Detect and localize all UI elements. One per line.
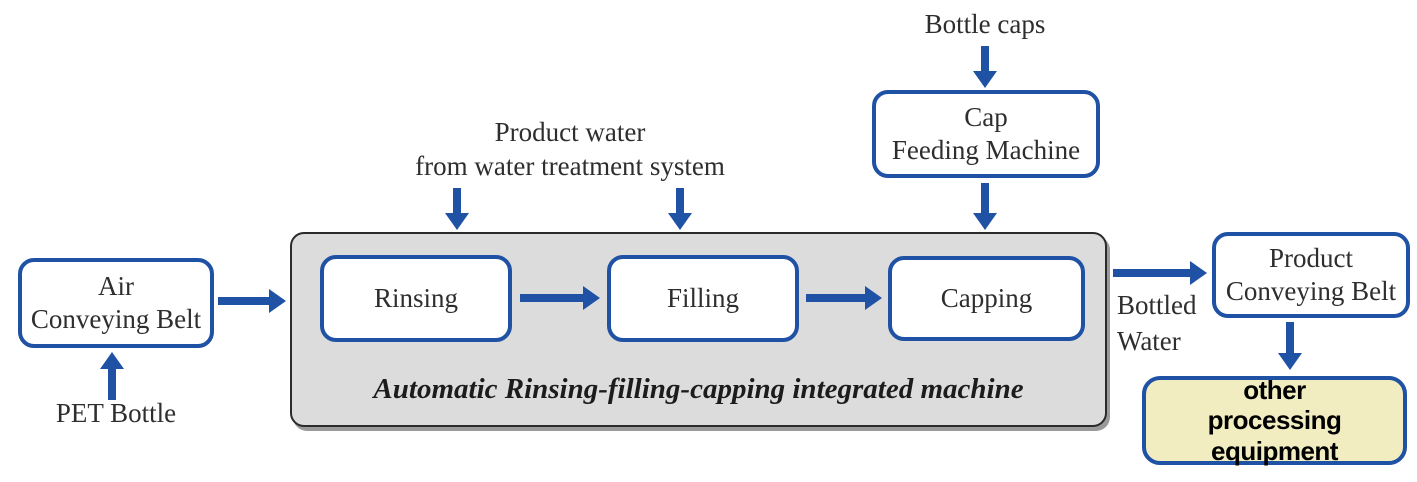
node-other-processing-equipment-line2: processing equipment	[1207, 405, 1342, 466]
node-cap-feeding-machine-line2: Feeding Machine	[891, 135, 1081, 165]
node-cap-feeding-machine: Cap Feeding Machine	[872, 90, 1100, 178]
label-pet-bottle: PET Bottle	[55, 398, 177, 428]
arrow-bottle-caps-to-cap-feeder	[973, 46, 997, 88]
label-bottled-water-line2: Water	[1117, 325, 1181, 356]
label-bottle-caps: Bottle caps	[924, 9, 1046, 39]
node-air-conveying-belt-line2: Conveying Belt	[30, 304, 202, 334]
node-product-conveying-belt-line2: Conveying Belt	[1225, 276, 1397, 306]
arrow-air-belt-to-machine	[218, 289, 286, 313]
arrow-rinsing-to-filling	[520, 286, 600, 310]
arrow-filling-to-capping	[806, 286, 882, 310]
machine-panel-label: Automatic Rinsing-filling-capping integr…	[373, 373, 1024, 405]
node-other-processing-equipment: other processing equipment	[1142, 374, 1407, 466]
arrow-machine-to-product-belt	[1113, 261, 1207, 285]
arrow-cap-feeder-to-machine	[973, 183, 997, 230]
node-product-conveying-belt-line1: Product	[1269, 243, 1353, 274]
label-product-water-line1: Product water	[494, 117, 646, 147]
arrow-product-belt-to-other-equipment	[1278, 322, 1302, 370]
node-product-conveying-belt: Product Conveying Belt	[1212, 232, 1410, 318]
label-bottled-water-line1: Bottled	[1117, 290, 1197, 320]
node-capping: Capping	[888, 256, 1085, 341]
node-cap-feeding-machine-line1: Cap	[964, 102, 1008, 133]
node-rinsing: Rinsing	[320, 255, 512, 342]
arrow-product-water-to-rinsing	[445, 188, 469, 230]
arrow-pet-bottle-to-air-belt	[100, 352, 124, 400]
label-product-water-line2: from water treatment system	[415, 150, 725, 181]
label-product-water: Product water from water treatment syste…	[370, 116, 770, 184]
arrow-product-water-to-filling	[668, 188, 692, 230]
label-bottled-water: Bottled Water	[1117, 288, 1227, 360]
node-other-processing-equipment-line1: other	[1243, 374, 1306, 405]
node-air-conveying-belt-line1: Air	[98, 271, 134, 302]
node-air-conveying-belt: Air Conveying Belt	[18, 258, 214, 348]
node-filling: Filling	[607, 255, 799, 342]
